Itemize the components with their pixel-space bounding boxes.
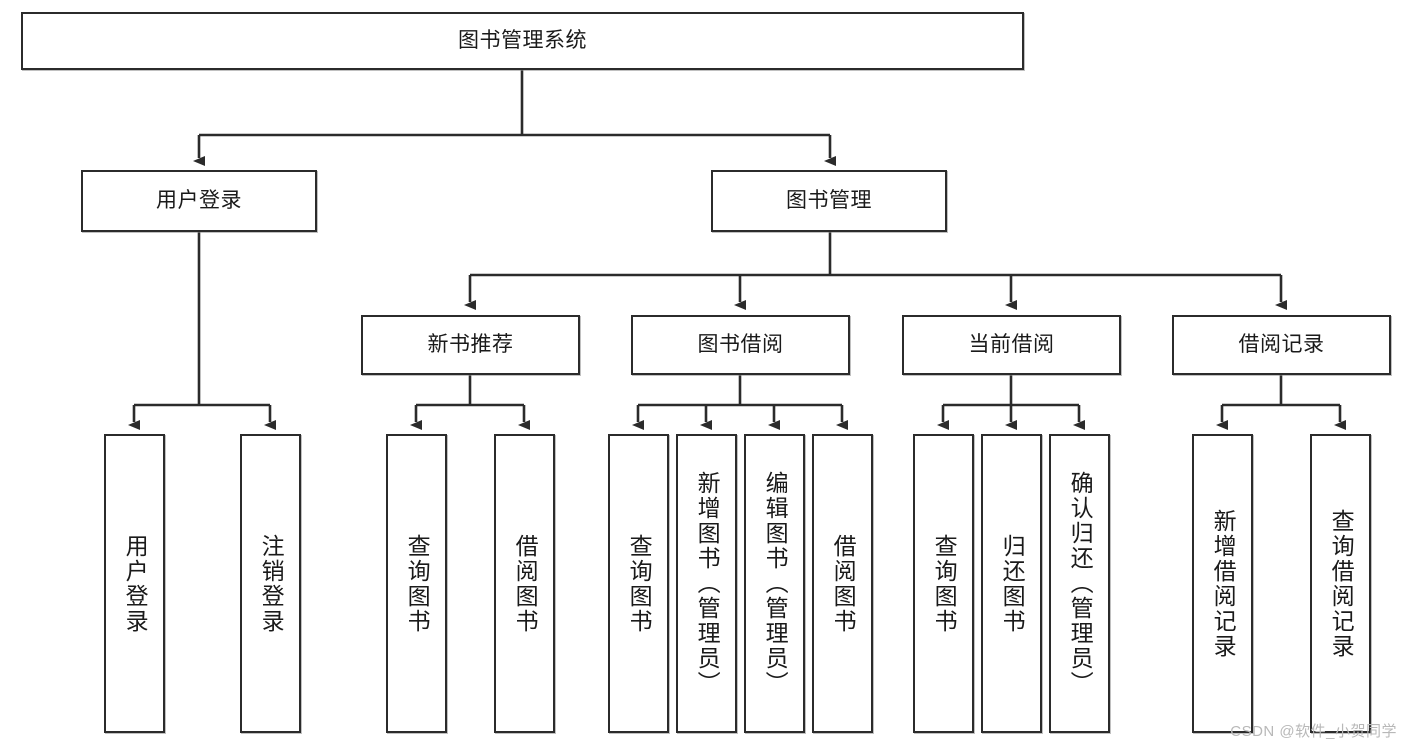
- leaf-query-book-2-label: 查询图书: [626, 533, 653, 634]
- node-new-book-recommend[interactable]: 新书推荐: [361, 315, 580, 375]
- leaf-user-login[interactable]: 用户登录: [104, 434, 165, 733]
- leaf-query-book-3[interactable]: 查询图书: [913, 434, 974, 733]
- leaf-borrow-book-2[interactable]: 借阅图书: [812, 434, 873, 733]
- leaf-user-login-label: 用户登录: [122, 533, 149, 634]
- leaf-confirm-return-label: 确认归还（管理员）: [1067, 471, 1094, 696]
- leaf-add-record-label: 新增借阅记录: [1210, 508, 1237, 659]
- leaf-add-book[interactable]: 新增图书（管理员）: [676, 434, 737, 733]
- node-user-login[interactable]: 用户登录: [81, 170, 317, 232]
- node-new-book-recommend-label: 新书推荐: [427, 333, 514, 357]
- csdn-watermark: CSDN @软件_小贺同学: [1230, 723, 1397, 740]
- leaf-user-logout-label: 注销登录: [258, 533, 285, 634]
- leaf-query-book-1-label: 查询图书: [404, 533, 431, 634]
- leaf-query-book-1[interactable]: 查询图书: [386, 434, 447, 733]
- leaf-confirm-return[interactable]: 确认归还（管理员）: [1049, 434, 1110, 733]
- leaf-user-logout[interactable]: 注销登录: [240, 434, 301, 733]
- leaf-borrow-book-1[interactable]: 借阅图书: [494, 434, 555, 733]
- leaf-add-record[interactable]: 新增借阅记录: [1192, 434, 1253, 733]
- node-user-login-label: 用户登录: [156, 189, 242, 213]
- node-current-borrow[interactable]: 当前借阅: [902, 315, 1121, 375]
- leaf-query-book-3-label: 查询图书: [931, 533, 958, 634]
- node-current-borrow-label: 当前借阅: [968, 333, 1055, 357]
- leaf-query-record-label: 查询借阅记录: [1328, 508, 1355, 659]
- leaf-edit-book-label: 编辑图书（管理员）: [762, 471, 789, 696]
- leaf-borrow-book-2-label: 借阅图书: [830, 533, 857, 634]
- leaf-edit-book[interactable]: 编辑图书（管理员）: [744, 434, 805, 733]
- node-book-manage-label: 图书管理: [786, 189, 872, 213]
- leaf-return-book-label: 归还图书: [999, 533, 1026, 634]
- leaf-query-book-2[interactable]: 查询图书: [608, 434, 669, 733]
- node-book-manage[interactable]: 图书管理: [711, 170, 947, 232]
- node-book-borrow[interactable]: 图书借阅: [631, 315, 850, 375]
- node-borrow-record[interactable]: 借阅记录: [1172, 315, 1391, 375]
- node-root-label: 图书管理系统: [458, 29, 587, 53]
- leaf-add-book-label: 新增图书（管理员）: [694, 471, 721, 696]
- node-root[interactable]: 图书管理系统: [21, 12, 1024, 70]
- leaf-return-book[interactable]: 归还图书: [981, 434, 1042, 733]
- leaf-query-record[interactable]: 查询借阅记录: [1310, 434, 1371, 733]
- node-book-borrow-label: 图书借阅: [697, 333, 784, 357]
- node-borrow-record-label: 借阅记录: [1238, 333, 1325, 357]
- leaf-borrow-book-1-label: 借阅图书: [512, 533, 539, 634]
